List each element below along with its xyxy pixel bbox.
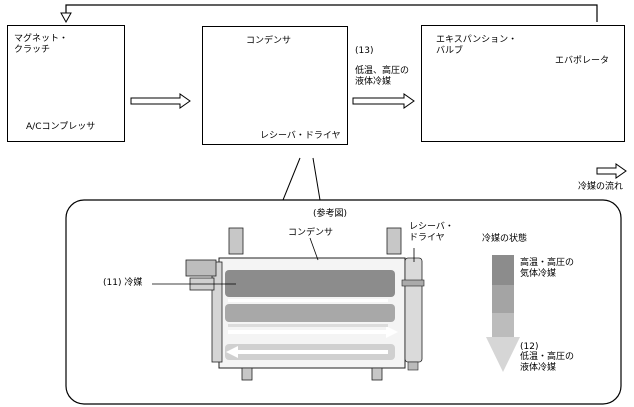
- label-magnet-clutch: マグネット・ クラッチ: [14, 34, 69, 55]
- label-legend-flow: 冷媒の流れ: [578, 182, 624, 192]
- label-condenser-detail: コンデンサ: [288, 228, 334, 238]
- band-arrow-left: [226, 346, 388, 358]
- flow-arrow-condenser-to-expansion: [352, 93, 415, 109]
- label-high-temp-gas: 高温・高圧の 気体冷媒: [520, 258, 575, 279]
- legend-flow-arrow: [596, 163, 627, 179]
- label-receiver-dryer-detail: レシーバ・ ドライヤ: [409, 222, 454, 243]
- expansion-evaporator-box: [421, 25, 625, 142]
- band-stripe-1: [228, 299, 388, 302]
- label-ref-11: (11) 冷媒: [103, 278, 143, 288]
- label-ac-compressor: A/Cコンプレッサ: [26, 122, 96, 132]
- label-refrigerant-state: 冷媒の状態: [482, 234, 528, 244]
- band-stripe-2: [228, 324, 388, 327]
- leader-condenser-detail: [309, 237, 319, 261]
- compressor-box: [7, 25, 125, 142]
- label-expansion-valve: エキスパンション・ バルブ: [436, 35, 518, 56]
- state-block-2: [492, 285, 514, 313]
- condenser-box: [202, 26, 348, 145]
- label-receiver-dryer-top: レシーバ・ドライヤ: [260, 131, 341, 141]
- state-arrowhead: [486, 337, 520, 372]
- label-reference: (参考図): [313, 209, 348, 219]
- return-flow-line: [65, 4, 598, 22]
- label-ref-13-num: (13): [355, 46, 374, 56]
- band-gas-mid: [225, 304, 395, 322]
- label-ref-12-num: (12): [520, 342, 539, 352]
- callout-lines: [282, 157, 321, 201]
- state-block-3: [492, 313, 514, 337]
- band-gas-top: [225, 270, 395, 297]
- label-low-temp-liquid: 低温・高圧の 液体冷媒: [520, 352, 575, 373]
- label-evaporator: エバポレータ: [555, 56, 610, 66]
- band-arrow-right: [228, 326, 398, 338]
- label-ref-13-text: 低温、高圧の 液体冷媒: [355, 66, 410, 87]
- detail-panel: [65, 199, 622, 405]
- flow-arrow-compressor-to-condenser: [130, 93, 191, 109]
- label-condenser-top: コンデンサ: [246, 36, 292, 46]
- return-flow-arrowhead: [60, 12, 72, 24]
- state-block-1: [492, 255, 514, 285]
